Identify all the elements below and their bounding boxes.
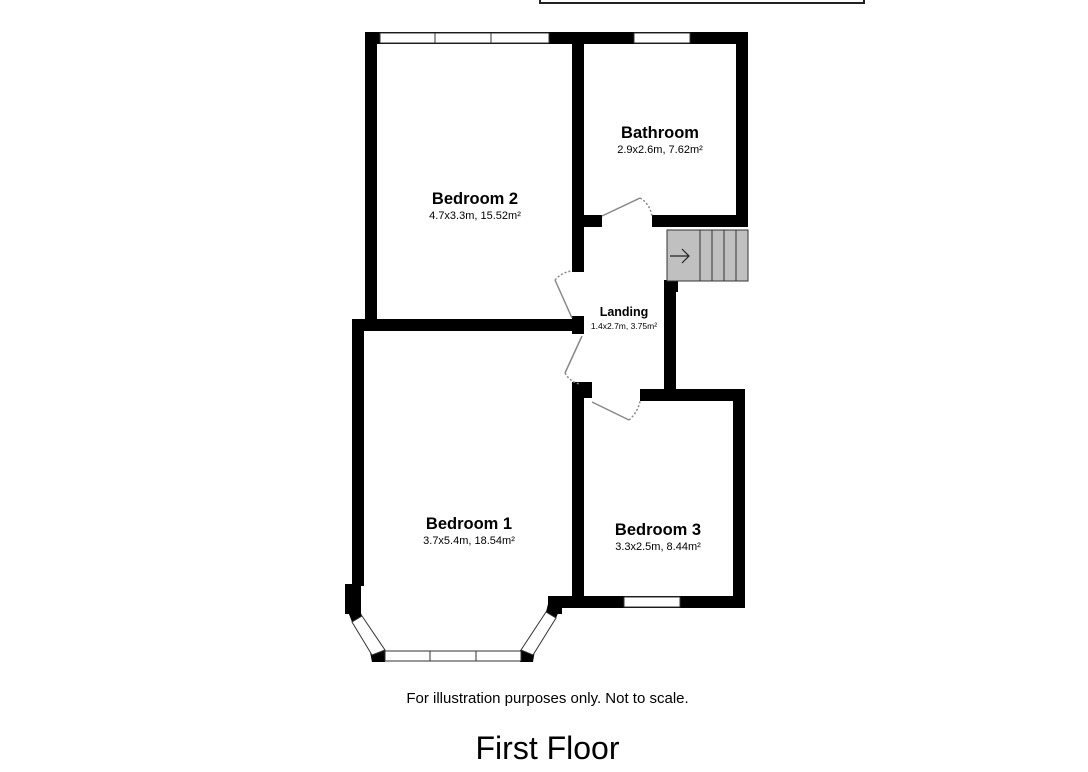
disclaimer-text: For illustration purposes only. Not to s… <box>406 690 689 707</box>
room-name: Bedroom 2 <box>431 190 519 208</box>
room-dimensions: 1.4x2.7m, 3.75m² <box>589 320 659 332</box>
floor-title: First Floor <box>475 730 620 766</box>
bedroom-3-door <box>591 400 641 421</box>
room-dimensions: 3.3x2.5m, 8.44m² <box>615 541 701 553</box>
room-landing: Landing 1.4x2.7m, 3.75m² <box>589 304 659 332</box>
bedroom-2-door <box>554 270 573 319</box>
bedroom-1-door <box>564 335 583 385</box>
room-dimensions: 3.7x5.4m, 18.54m² <box>423 535 515 547</box>
walls <box>345 32 748 662</box>
room-bedroom-2: Bedroom 2 4.7x3.3m, 15.52m² <box>429 189 521 224</box>
room-name: Landing <box>599 305 649 319</box>
room-name: Bedroom 1 <box>425 515 513 533</box>
room-name: Bedroom 3 <box>614 521 702 539</box>
room-bedroom-1: Bedroom 1 3.7x5.4m, 18.54m² <box>423 514 515 549</box>
doors <box>554 197 653 421</box>
room-bathroom: Bathroom 2.9x2.6m, 7.62m² <box>617 123 703 158</box>
header-frame-edge <box>539 0 865 4</box>
room-dimensions: 4.7x3.3m, 15.52m² <box>429 210 521 222</box>
stairs <box>666 229 749 282</box>
arrow-right-icon <box>670 248 690 264</box>
bathroom-door <box>601 197 653 217</box>
room-bedroom-3: Bedroom 3 3.3x2.5m, 8.44m² <box>615 520 701 555</box>
room-name: Bathroom <box>621 124 699 142</box>
room-dimensions: 2.9x2.6m, 7.62m² <box>617 144 703 156</box>
windows <box>351 32 691 662</box>
